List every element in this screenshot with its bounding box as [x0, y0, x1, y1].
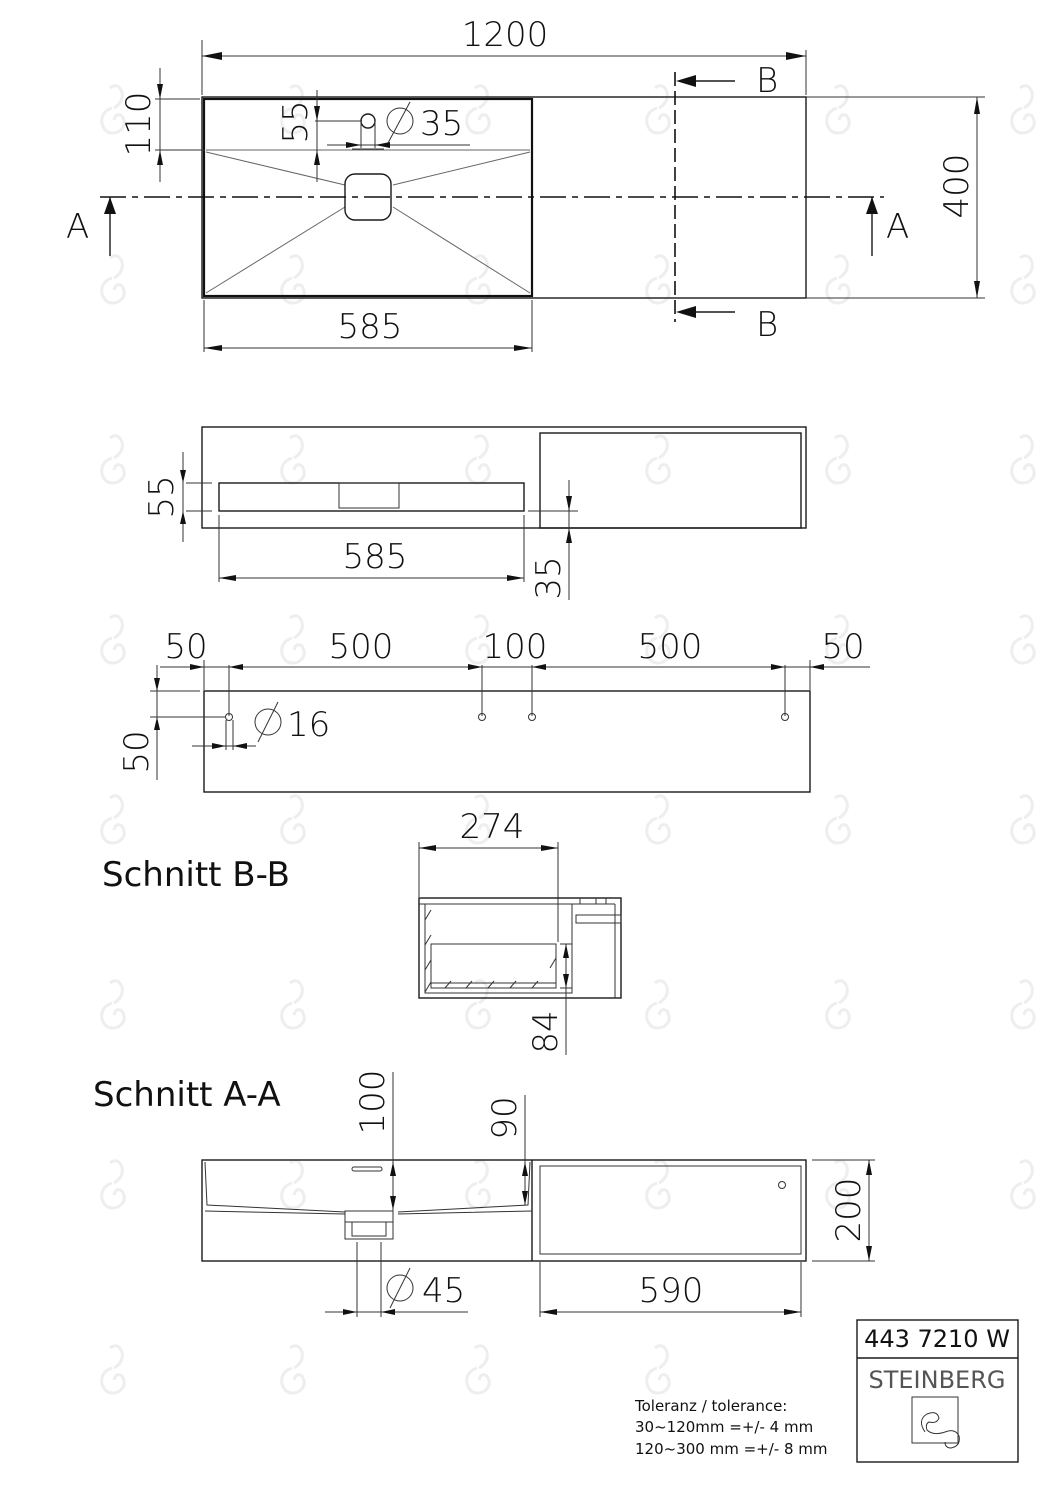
dim-spacing-2: 500	[329, 627, 394, 667]
dim-basin-depth: 100	[353, 1070, 393, 1135]
brand-name: STEINBERG	[869, 1366, 1006, 1394]
mounting-hole	[478, 713, 486, 721]
dim-hole-vertical-offset: 50	[117, 730, 157, 773]
section-bb-title: Schnitt B-B	[102, 855, 290, 895]
dim-drawer-width: 590	[639, 1271, 704, 1311]
section-bb: Schnitt B-B 274 84	[102, 807, 622, 1055]
dim-rim-depth-section: 90	[485, 1096, 525, 1139]
dim-overall-width: 1200	[462, 15, 549, 55]
front-view: 55 585 35	[142, 426, 807, 600]
dim-spacing-5: 50	[821, 627, 864, 667]
dim-depth: 400	[937, 154, 977, 219]
dim-front-basin-height: 55	[142, 475, 182, 518]
title-block: 443 7210 W STEINBERG	[856, 1319, 1019, 1463]
dim-tap-diameter: 35	[420, 104, 463, 144]
dim-spacing-1: 50	[164, 627, 207, 667]
dim-tap-offset: 55	[276, 100, 316, 143]
dim-spacing-3: 100	[483, 627, 548, 667]
dim-spacing-4: 500	[638, 627, 703, 667]
dim-shelf-thickness: 35	[529, 556, 569, 599]
article-number: 443 7210 W	[864, 1325, 1010, 1353]
section-a-marker-left: A	[66, 207, 89, 247]
mounting-view: 50 500 100 500 50 50 16	[117, 627, 870, 793]
dim-basin-width: 585	[338, 307, 403, 347]
watermark-pattern	[100, 84, 1036, 1395]
tap-hole	[360, 113, 376, 129]
section-b-marker-bottom: B	[756, 305, 778, 345]
section-aa-title: Schnitt A-A	[93, 1075, 281, 1115]
brand-logo-frame	[911, 1396, 959, 1444]
dim-front-basin-width: 585	[343, 537, 408, 577]
dim-drawer-height-section: 200	[829, 1178, 869, 1243]
tolerance-line-1: 30~120mm =+/- 4 mm	[635, 1418, 813, 1436]
section-b-marker-top: B	[756, 61, 778, 101]
tolerance-line-2: 120~300 mm =+/- 8 mm	[635, 1440, 828, 1458]
tolerance-heading: Toleranz / tolerance:	[634, 1397, 787, 1415]
mounting-hole	[528, 713, 536, 721]
dim-rim-depth: 110	[119, 92, 159, 157]
dim-section-bb-width: 274	[460, 807, 525, 847]
dim-drawer-height: 84	[526, 1010, 566, 1053]
mounting-hole	[781, 713, 789, 721]
section-aa: Schnitt A-A 100 90 45	[93, 1070, 875, 1317]
dim-hole-diameter: 16	[287, 705, 330, 745]
dim-drain-diameter: 45	[422, 1271, 465, 1311]
tolerance-note: Toleranz / tolerance: 30~120mm =+/- 4 mm…	[634, 1397, 828, 1458]
brand-logo-icon	[921, 1412, 960, 1449]
top-view: 1200 110 55 35	[66, 15, 985, 352]
section-a-marker-right: A	[886, 207, 909, 247]
